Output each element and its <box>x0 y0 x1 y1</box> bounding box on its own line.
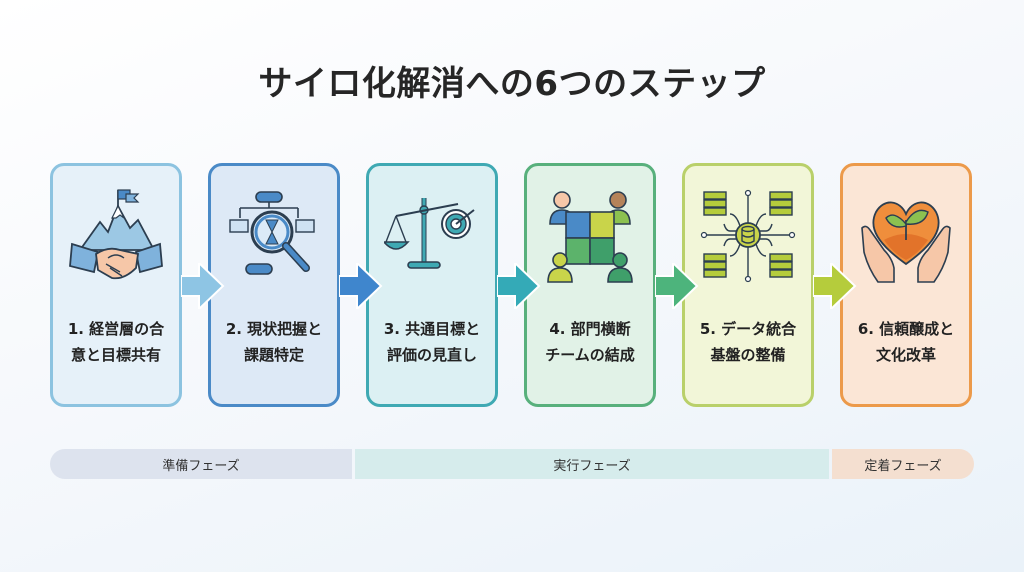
heart-hands-sprout-icon <box>861 201 951 283</box>
arrow-right-icon <box>181 263 225 309</box>
step-label: 4. 部門横断 チームの結成 <box>545 320 635 364</box>
scale-target-icon <box>384 198 475 269</box>
step-card-4: 4. 部門横断 チームの結成 <box>524 163 656 407</box>
step-card-5: 5. データ統合 基盤の整備 <box>682 163 814 407</box>
step-label: 1. 経営層の合 意と目標共有 <box>67 320 165 364</box>
magnifier-flowchart-icon <box>229 191 315 275</box>
phase-preparation: 準備フェーズ <box>50 449 352 479</box>
step-card-3: 3. 共通目標と 評価の見直し <box>366 163 498 407</box>
step-label: 3. 共通目標と 評価の見直し <box>383 320 481 364</box>
phase-execution: 実行フェーズ <box>355 449 829 479</box>
phase-bar: 準備フェーズ 実行フェーズ 定着フェーズ <box>50 449 974 479</box>
phase-establishment: 定着フェーズ <box>832 449 974 479</box>
arrow-right-icon <box>497 263 541 309</box>
step-label: 2. 現状把握と 課題特定 <box>225 320 323 364</box>
puzzle-team-icon <box>547 191 633 283</box>
data-hub-icon <box>700 189 796 283</box>
arrow-right-icon <box>813 263 857 309</box>
step-card-2: 2. 現状把握と 課題特定 <box>208 163 340 407</box>
step-card-6: 6. 信頼醸成と 文化改革 <box>840 163 972 407</box>
step-label: 5. データ統合 基盤の整備 <box>699 320 797 364</box>
arrow-right-icon <box>339 263 383 309</box>
step-card-1: 1. 経営層の合 意と目標共有 <box>50 163 182 407</box>
page-title: サイロ化解消への6つのステップ <box>258 64 766 104</box>
step-label: 6. 信頼醸成と 文化改革 <box>857 320 955 364</box>
arrow-right-icon <box>655 263 699 309</box>
handshake-mountain-icon <box>69 189 163 280</box>
